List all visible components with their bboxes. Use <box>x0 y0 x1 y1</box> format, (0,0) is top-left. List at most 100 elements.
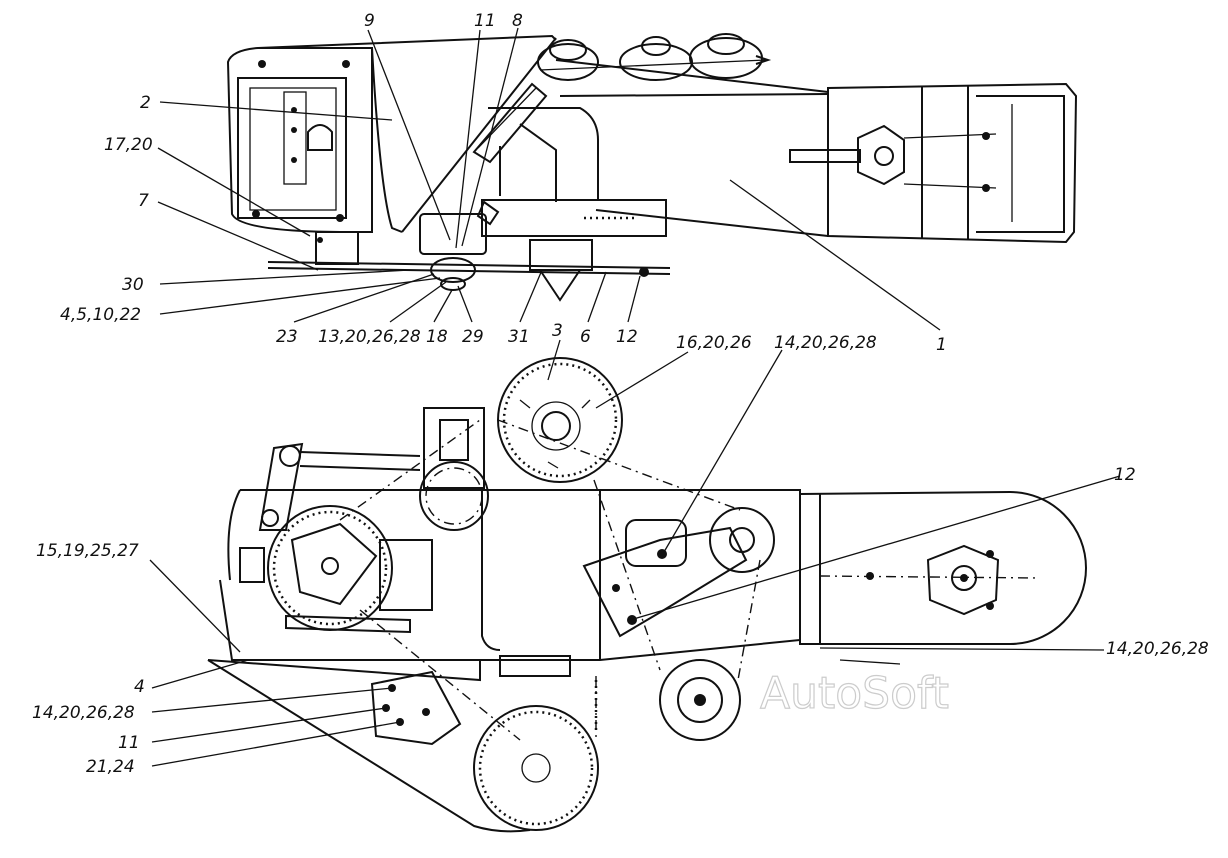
pulley-left-hub <box>549 39 587 61</box>
corner-bolt-tr <box>342 60 350 68</box>
label-11b: 11 <box>118 733 140 753</box>
sprocket-top-teeth <box>502 362 618 478</box>
lower-bracket <box>370 670 462 746</box>
leader-14-20-26-28c <box>151 687 393 713</box>
curved-side <box>371 47 403 233</box>
leader-14-20-26-28a <box>663 349 783 553</box>
right-housing <box>799 490 1087 645</box>
label-6: 6 <box>580 327 591 347</box>
leader-4 <box>151 659 249 689</box>
label-17-20: 17,20 <box>104 135 153 155</box>
leader-29 <box>457 285 473 323</box>
sprocket-top-ring <box>531 401 581 451</box>
leader-lines <box>149 27 1121 767</box>
leader-18 <box>433 289 453 323</box>
leader-7 <box>157 201 319 271</box>
shaft-bracket <box>315 231 359 265</box>
yoke-rod <box>789 149 861 163</box>
chain-run-3 <box>737 559 761 681</box>
label-4-5-10-22: 4,5,10,22 <box>60 305 141 325</box>
chain-run-2 <box>593 479 661 671</box>
small-gear <box>419 461 489 531</box>
pulley-mid-hub <box>641 36 671 56</box>
bottom-pulley-hub <box>694 694 706 706</box>
leader-1 <box>729 179 941 331</box>
chute-line-1 <box>401 37 557 233</box>
top-pulleys <box>537 33 772 81</box>
leader-11a <box>455 29 481 249</box>
yoke-pin <box>874 146 894 166</box>
small-gear-pitch <box>425 467 483 525</box>
right-flange-bolt-1 <box>986 550 994 558</box>
main-frame <box>207 489 801 682</box>
leader-9 <box>367 29 451 241</box>
leader-13-20-26-28 <box>389 281 447 323</box>
beam-top-2 <box>559 93 829 97</box>
label-29: 29 <box>462 327 484 347</box>
leader-6 <box>587 271 607 323</box>
chain-run-4 <box>339 419 481 521</box>
label-11a: 11 <box>474 11 496 31</box>
right-axis <box>819 575 1041 579</box>
label-7: 7 <box>138 191 149 211</box>
shaft-end-bolt <box>639 267 649 277</box>
label-15-19-25-27: 15,19,25,27 <box>36 541 139 561</box>
bottom-pulley-ring <box>677 677 723 723</box>
sprocket-top-marks <box>519 399 591 469</box>
frame-left-curve <box>227 489 241 581</box>
left-drum-plate <box>290 522 378 606</box>
callout-labels: 9 11 8 2 17,20 7 30 4,5,10,22 23 13,20,2… <box>32 11 1209 777</box>
lower-block-left <box>419 213 487 255</box>
leader-11b <box>151 707 387 743</box>
mid-pulley-hub <box>729 527 755 553</box>
lower-bolt-4 <box>422 708 430 716</box>
beam-top <box>555 59 829 93</box>
gear-bracket <box>423 407 485 489</box>
yoke-head <box>857 124 905 186</box>
leader-16-20-26 <box>595 351 689 409</box>
mid-pulley <box>709 507 775 573</box>
label-13-20-26-28: 13,20,26,28 <box>318 327 421 347</box>
motor-foot <box>539 269 581 302</box>
beam-bottom <box>595 209 829 237</box>
housing-slot <box>283 91 307 185</box>
motor-block <box>529 239 593 271</box>
label-21-24: 21,24 <box>86 757 135 777</box>
corner-bolt-tl <box>258 60 266 68</box>
leader-14-20-26-28b <box>819 647 1105 651</box>
label-16-20-26: 16,20,26 <box>676 333 752 353</box>
bottom-pulley <box>659 659 741 741</box>
leader-12a <box>627 275 641 323</box>
gear-block <box>439 419 469 461</box>
mid-bracket <box>625 519 687 567</box>
bottom-view <box>207 357 1087 833</box>
pulley-right-hub <box>707 33 745 55</box>
label-23: 23 <box>276 327 298 347</box>
leader-3 <box>547 339 561 381</box>
left-drum-cover <box>379 539 433 611</box>
leader-21-24 <box>151 721 401 767</box>
label-14-20-26-28b: 14,20,26,28 <box>1106 639 1209 659</box>
top-view <box>226 33 1078 302</box>
housing-window <box>237 77 347 219</box>
gearbox-inner <box>519 123 557 202</box>
frame-partition <box>481 490 501 651</box>
left-drum-base <box>285 614 411 634</box>
gear-nut <box>476 200 500 226</box>
tension-arm-pin-2 <box>261 509 279 527</box>
pulley-mid <box>619 43 693 81</box>
leader-17-20 <box>157 147 311 237</box>
bracket-bolt <box>317 237 323 243</box>
right-flange-bolt-2 <box>986 602 994 610</box>
left-drum-teeth <box>272 510 388 626</box>
yoke-arms <box>903 133 997 189</box>
leader-31 <box>519 269 543 323</box>
label-12a: 12 <box>616 327 638 347</box>
pulley-right <box>689 37 763 79</box>
pulley-belt <box>539 59 767 71</box>
housing-latch <box>307 124 333 151</box>
label-8: 8 <box>512 11 523 31</box>
leader-4-5-10-22 <box>159 277 441 315</box>
mid-bolt-3 <box>612 584 620 592</box>
